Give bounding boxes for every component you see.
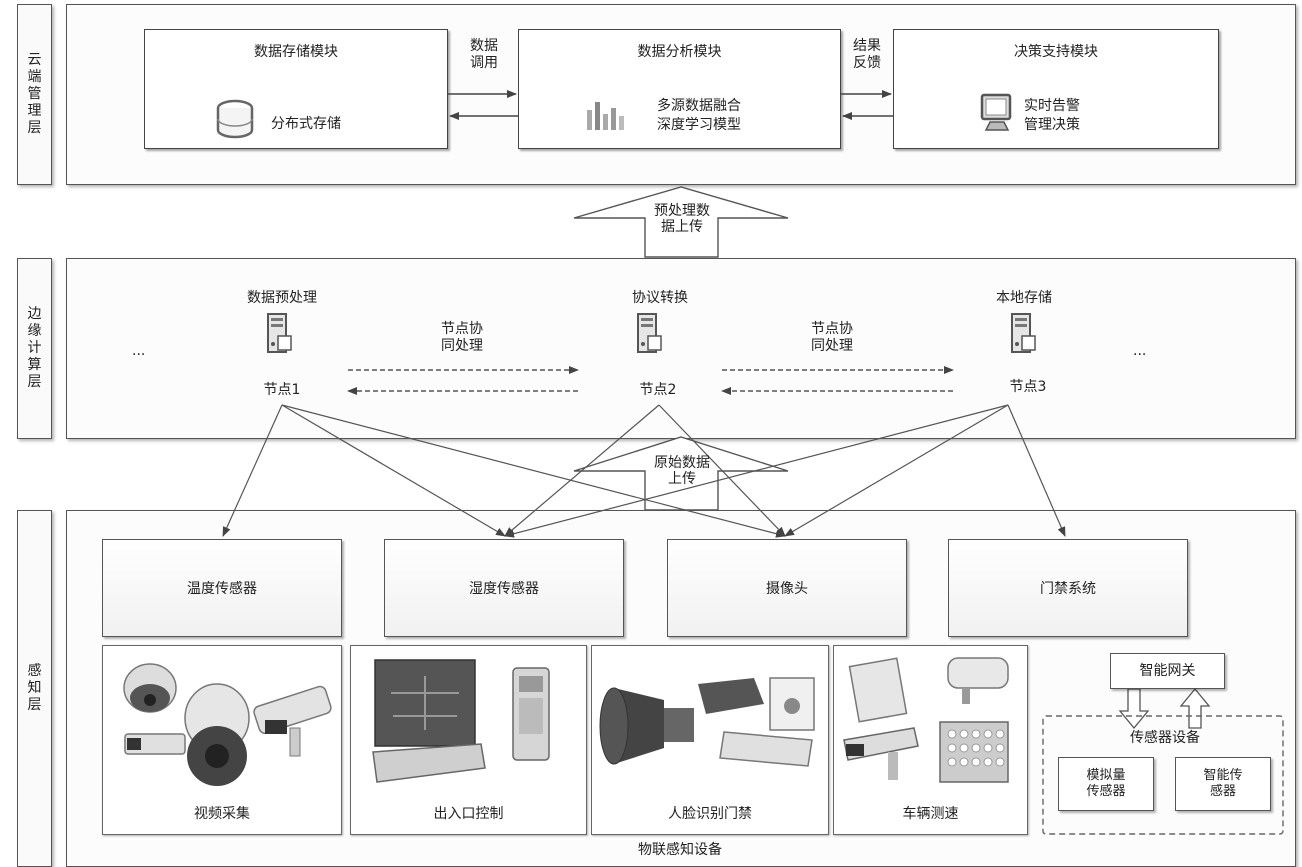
ellipsis-left: ... [132, 343, 146, 359]
storage-module-item: 分布式存储 [271, 116, 341, 132]
database-icon [216, 99, 254, 139]
access-control-box: 门禁系统 [948, 539, 1188, 637]
smart-sensor-box: 智能传 感器 [1175, 757, 1271, 811]
camera-box: 摄像头 [667, 539, 907, 637]
access-devices-illustration [372, 659, 550, 783]
sensor-devices-label: 传感器设备 [1130, 730, 1200, 746]
server-icon [637, 313, 662, 353]
entrance-control-label: 出入口控制 [433, 806, 504, 822]
bar-chart-icon [587, 102, 624, 130]
gateway-down-arrow [1118, 688, 1150, 730]
line-node3-access [1007, 404, 1066, 537]
ellipsis-right: ... [1133, 343, 1147, 359]
smart-gateway-box: 智能网关 [1110, 653, 1225, 689]
upload-raw-arrow [573, 436, 789, 511]
sensor-devices-group [1042, 715, 1284, 835]
vehicle-speed-illustration [843, 657, 1009, 783]
node1-label: 节点1 [263, 382, 301, 398]
upload-raw-label: 原始数据 上传 [654, 455, 710, 487]
camera-devices-illustration [123, 663, 332, 786]
node3-role: 本地存储 [996, 290, 1052, 306]
line-node3-humidity [504, 404, 1009, 538]
decision-item-line2: 管理决策 [1024, 117, 1080, 133]
decision-module: 决策支持模块 实时告警 管理决策 [893, 29, 1219, 149]
upload-preprocessed-label: 预处理数 据上传 [654, 203, 710, 235]
decision-item-line1: 实时告警 [1024, 98, 1080, 114]
face-recognition-illustration [599, 677, 815, 767]
cooperation-label-2: 节点协 同处理 [811, 321, 853, 354]
analysis-item-line1: 多源数据融合 [657, 98, 741, 114]
node2-label: 节点2 [639, 382, 677, 398]
analysis-module-title: 数据分析模块 [637, 44, 722, 60]
data-call-label: 数据 调用 [470, 38, 498, 71]
cooperation-label-1: 节点协 同处理 [441, 321, 483, 354]
edge-layer-label: 边缘计算层 [17, 258, 52, 439]
storage-module-title: 数据存储模块 [254, 44, 338, 60]
line-node3-camera [784, 404, 1009, 537]
temperature-sensor-box: 温度传感器 [102, 539, 342, 637]
server-icon [1011, 313, 1036, 353]
face-recognition-label: 人脸识别门禁 [668, 806, 752, 822]
video-capture-panel: 视频采集 [102, 645, 342, 835]
gateway-up-arrow [1179, 687, 1211, 729]
storage-module: 数据存储模块 分布式存储 [144, 29, 448, 149]
result-feedback-label: 结果 反馈 [853, 38, 881, 71]
video-capture-label: 视频采集 [194, 806, 250, 822]
line-node2-humidity [504, 404, 660, 537]
line-node1-camera [281, 404, 786, 538]
analysis-item-line2: 深度学习模型 [657, 117, 741, 133]
upload-preprocessed-arrow [573, 186, 789, 258]
vehicle-speed-label: 车辆测速 [902, 806, 959, 822]
server-icon [267, 313, 292, 353]
perception-layer-label: 感知层 [17, 510, 52, 867]
iot-devices-footer: 物联感知设备 [638, 842, 722, 858]
humidity-sensor-box: 湿度传感器 [384, 539, 624, 637]
node1-role: 数据预处理 [247, 290, 317, 306]
node2-role: 协议转换 [632, 290, 688, 306]
line-node1-humidity [281, 404, 506, 537]
analysis-module: 数据分析模块 多源数据融合 深度学习模型 [518, 29, 841, 149]
line-node1-temp [222, 404, 283, 537]
vehicle-speed-panel: 车辆测速 [833, 645, 1028, 835]
analog-sensor-box: 模拟量 传感器 [1058, 757, 1154, 811]
face-recognition-panel: 人脸识别门禁 [591, 645, 829, 835]
monitor-icon [980, 93, 1012, 131]
node3-label: 节点3 [1009, 379, 1047, 395]
line-node2-camera [658, 404, 786, 537]
entrance-control-panel: 出入口控制 [350, 645, 587, 835]
decision-module-title: 决策支持模块 [1014, 44, 1098, 60]
cloud-layer-label: 云端管理层 [17, 4, 52, 185]
